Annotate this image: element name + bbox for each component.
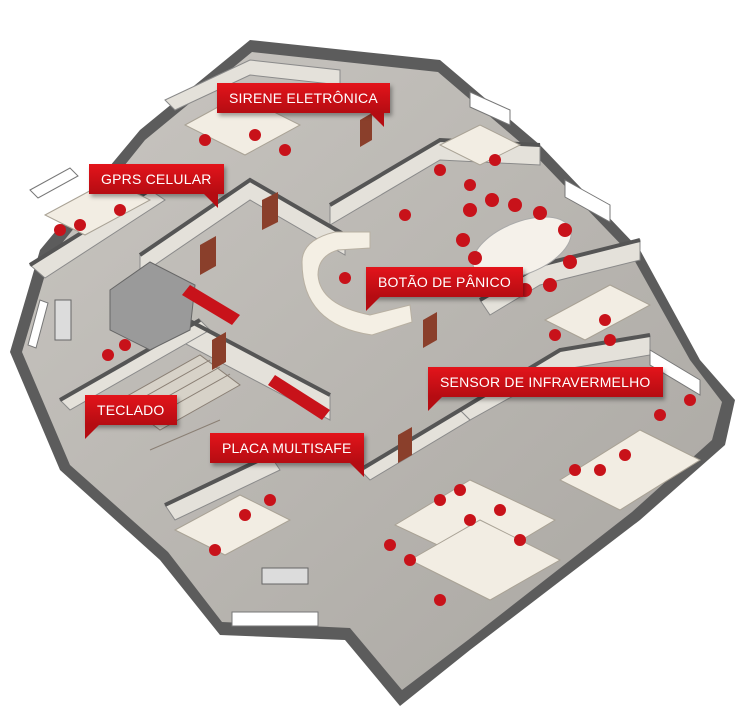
callout-pointer — [85, 425, 99, 439]
callout-pointer — [366, 297, 380, 311]
reception-desk — [301, 231, 413, 336]
callout-label: TECLADO — [97, 402, 165, 418]
callout-label: PLACA MULTISAFE — [222, 440, 352, 456]
sofas — [182, 285, 330, 420]
windows — [27, 91, 701, 627]
callout-placa-multisafe: PLACA MULTISAFE — [210, 433, 364, 477]
callout-pointer — [369, 113, 384, 127]
callout-sensor-de-infravermelho: SENSOR DE INFRAVERMELHO — [428, 367, 663, 411]
callout-gprs-celular: GPRS CELULAR — [89, 164, 224, 208]
callout-label: SIRENE ELETRÔNICA — [229, 90, 378, 106]
doors — [200, 113, 437, 463]
printer — [54, 299, 72, 341]
elevator — [109, 261, 196, 351]
callout-pointer — [349, 463, 364, 477]
callout-label: GPRS CELULAR — [101, 171, 212, 187]
callout-label: BOTÃO DE PÂNICO — [378, 274, 511, 290]
office-chairs — [54, 129, 696, 606]
callout-sirene-eletronica: SIRENE ELETRÔNICA — [217, 83, 390, 127]
work-desks — [43, 94, 702, 601]
callout-pointer — [203, 194, 218, 208]
printer — [261, 567, 309, 585]
callout-label: SENSOR DE INFRAVERMELHO — [440, 374, 651, 390]
callout-botao-de-panico: BOTÃO DE PÂNICO — [366, 267, 523, 311]
callout-teclado: TECLADO — [85, 395, 177, 439]
callout-pointer — [428, 397, 442, 411]
